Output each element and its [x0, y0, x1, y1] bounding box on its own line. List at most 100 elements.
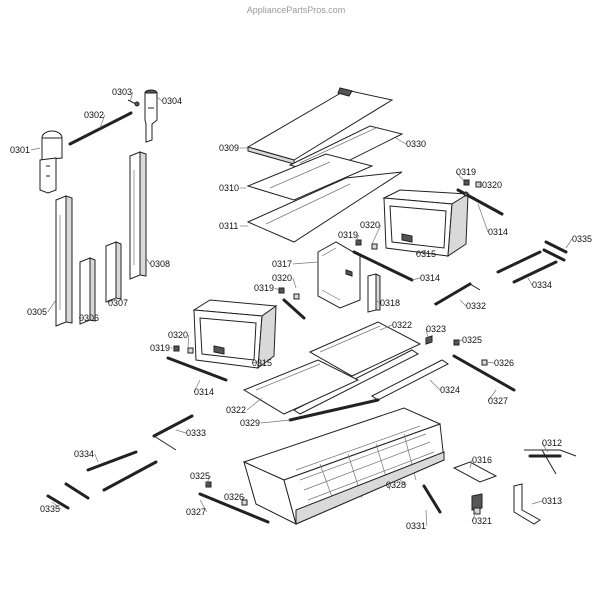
part-0309-shelf: [246, 87, 394, 165]
leader-line-0317: [292, 261, 319, 265]
leader-line-0325: [457, 339, 463, 343]
part-label-0306: 0306: [79, 313, 99, 323]
leader-line-0335: [51, 501, 62, 510]
leader-line-0320: [371, 224, 382, 245]
part-label-0321: 0321: [472, 516, 492, 526]
part-0319-clip-lower: [173, 345, 180, 352]
part-label-0320: 0320: [168, 330, 188, 340]
leader-line-0303: [129, 91, 134, 103]
part-0314-slide-rail-left-upper: [282, 298, 306, 320]
part-label-0330: 0330: [406, 139, 426, 149]
part-0311-glass-shelf: [246, 171, 403, 243]
leader-line-0320: [187, 334, 190, 349]
part-0326-clip-bottom: [241, 499, 248, 506]
leader-line-0327: [487, 389, 497, 402]
part-0331-rod: [422, 484, 442, 514]
leader-line-0318: [375, 299, 381, 304]
part-0319-clip-middle: [355, 239, 362, 246]
leader-line-0329: [260, 419, 291, 424]
leader-line-0320: [292, 277, 297, 289]
part-label-0301: 0301: [10, 145, 30, 155]
part-0307-short-rail: [105, 241, 122, 303]
leader-line-0307: [107, 297, 117, 304]
part-label-0314: 0314: [488, 227, 508, 237]
part-0312-bracket: [524, 449, 577, 475]
part-label-0319: 0319: [150, 343, 170, 353]
leader-line-0314: [193, 379, 201, 393]
part-label-0304: 0304: [162, 96, 182, 106]
part-label-0327: 0327: [488, 396, 508, 406]
part-0315-drawer-upper: [382, 189, 470, 257]
leader-line-0308: [145, 257, 151, 265]
part-label-0309: 0309: [219, 143, 239, 153]
leader-line-0326: [241, 496, 246, 503]
part-label-0326: 0326: [224, 492, 244, 502]
part-label-0325: 0325: [190, 471, 210, 481]
part-0301-hinge-bracket: [39, 130, 63, 194]
leader-line-0302: [99, 114, 106, 129]
leader-line-0301: [30, 147, 41, 151]
part-0315-drawer-lower: [192, 299, 278, 370]
part-label-0318: 0318: [380, 298, 400, 308]
part-label-0305: 0305: [27, 307, 47, 317]
leader-line-0315: [415, 249, 427, 255]
part-label-0322: 0322: [392, 320, 412, 330]
part-label-0320: 0320: [272, 273, 292, 283]
part-label-0312: 0312: [542, 438, 562, 448]
part-0316-plate: [452, 461, 498, 483]
part-label-0319: 0319: [254, 283, 274, 293]
leader-line-0322: [246, 397, 263, 411]
leader-line-0331: [425, 509, 428, 527]
part-label-0316: 0316: [472, 455, 492, 465]
part-0329-rail: [288, 398, 380, 422]
part-0314-slide-rail-right: [456, 188, 504, 216]
part-label-0334: 0334: [532, 280, 552, 290]
part-0310-glass-shelf: [246, 153, 374, 201]
part-0320-screw-middle: [371, 243, 378, 250]
part-label-0331: 0331: [406, 521, 426, 531]
part-0323-clip: [425, 335, 433, 345]
part-0334-strip-right: [496, 250, 558, 284]
part-label-0308: 0308: [150, 259, 170, 269]
leader-line-0325: [205, 475, 212, 485]
leader-line-0322: [379, 324, 393, 331]
part-label-0320: 0320: [482, 180, 502, 190]
part-label-0329: 0329: [240, 418, 260, 428]
leader-line-0319: [455, 171, 465, 182]
part-0317-divider-panel: [317, 241, 361, 309]
part-label-0311: 0311: [219, 221, 238, 231]
part-0320-screw-lower: [187, 347, 194, 354]
part-0327-slide-right: [452, 354, 516, 392]
watermark: AppliancePartsPros.com: [247, 5, 346, 15]
leader-line-0312: [541, 442, 549, 453]
part-label-0314: 0314: [420, 273, 440, 283]
part-0326-clip-right: [481, 359, 488, 366]
leader-line-0326: [485, 361, 495, 364]
leader-line-0313: [531, 500, 543, 505]
leader-line-0314: [411, 277, 421, 281]
part-label-0317: 0317: [272, 259, 292, 269]
part-label-0315: 0315: [416, 249, 436, 259]
part-0305-long-rail: [55, 195, 73, 327]
part-0304-hinge-arm: [144, 89, 158, 143]
part-label-0326: 0326: [494, 358, 514, 368]
part-0308-long-rail: [129, 151, 147, 280]
part-0322-cover-upper: [308, 321, 422, 377]
leader-line-0316: [469, 459, 473, 469]
part-label-0334: 0334: [74, 449, 94, 459]
part-0333-bracket: [152, 414, 194, 451]
part-0325-clip-right: [453, 339, 460, 346]
part-0335-strip-left: [46, 482, 90, 510]
part-0318-post: [367, 273, 381, 313]
part-label-0310: 0310: [219, 183, 239, 193]
part-label-0303: 0303: [112, 87, 132, 97]
part-0319-clip-left-middle: [278, 287, 285, 294]
part-0325-clip-bottom: [205, 481, 212, 488]
part-label-0319: 0319: [338, 230, 358, 240]
part-0332-bracket: [433, 282, 481, 306]
leader-line-0319: [274, 287, 280, 291]
leader-line-0314: [477, 203, 489, 233]
leader-line-0333: [175, 429, 187, 434]
